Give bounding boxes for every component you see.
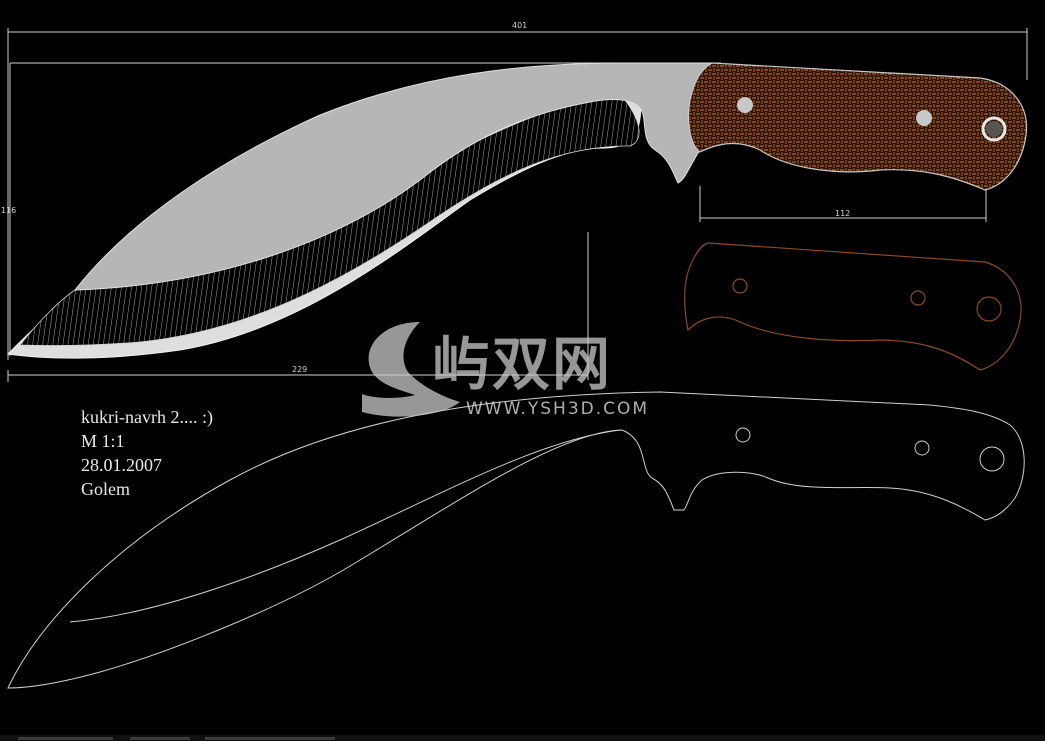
- handle-scale: [687, 62, 1028, 191]
- drawing-date: 28.01.2007: [81, 455, 162, 475]
- dimension-handle: [699, 186, 987, 222]
- dimension-overall: [7, 28, 1028, 360]
- watermark: 屿双网 WWW.YSH3D.COM: [362, 322, 649, 419]
- drawing-notes: kukri-navrh 2.... :) M 1:1 28.01.2007 Go…: [81, 405, 213, 501]
- scale-hole-lanyard: [976, 296, 1002, 322]
- drawing-scale: M 1:1: [81, 431, 125, 451]
- dimension-handle-label: 112: [835, 209, 850, 218]
- watermark-url: WWW.YSH3D.COM: [466, 399, 649, 419]
- dimension-height: [9, 62, 620, 356]
- scale-hole-rear: [910, 290, 926, 306]
- outline-hole-lanyard: [979, 446, 1005, 472]
- dimension-overall-label: 401: [512, 21, 527, 30]
- rivet-front: [737, 97, 753, 113]
- watermark-brand: 屿双网: [432, 330, 612, 398]
- rivet-rear: [916, 110, 932, 126]
- outline-hole-front: [735, 427, 751, 443]
- lanyard-hole-inner: [986, 121, 1002, 137]
- kukri-rendered-view: [6, 62, 1028, 359]
- scale-outline-view: [684, 242, 1022, 371]
- outline-hole-rear: [914, 440, 930, 456]
- scale-hole-front: [732, 278, 748, 294]
- dimension-blade-label: 229: [292, 365, 307, 374]
- blade-flat: [73, 62, 722, 291]
- watermark-logo: [362, 322, 460, 417]
- drawing-author: Golem: [81, 479, 130, 499]
- lanyard-hole: [981, 116, 1007, 142]
- dimension-blade: [7, 232, 589, 382]
- drawing-title: kukri-navrh 2.... :): [81, 407, 213, 427]
- dimension-height-label: 116: [1, 206, 16, 215]
- bottom-strip: [0, 735, 1045, 741]
